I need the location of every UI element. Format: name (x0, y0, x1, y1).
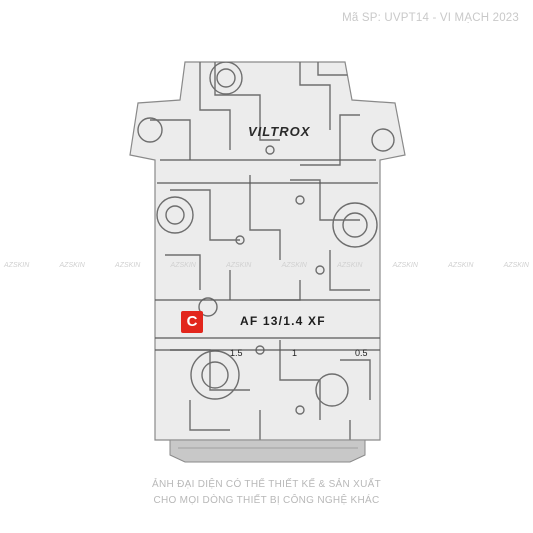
svg-text:0.5: 0.5 (355, 348, 368, 358)
watermark: AZSKIN (226, 262, 252, 269)
lens-label: AF 13/1.4 XF (240, 314, 326, 328)
watermark: AZSKIN (337, 262, 363, 269)
badge-letter: C (186, 313, 198, 330)
focus-scale: 1.5 1 0.5 (230, 348, 368, 358)
svg-text:1: 1 (292, 348, 297, 358)
watermark: AZSKIN (4, 262, 30, 269)
watermark: AZSKIN (448, 262, 474, 269)
lens-body (129, 61, 406, 441)
lens-rings (155, 159, 380, 351)
caption-line-2: CHO MỌI DÒNG THIẾT BỊ CÔNG NGHỆ KHÁC (153, 495, 380, 506)
watermark-strip: AZSKIN AZSKIN AZSKIN AZSKIN AZSKIN AZSKI… (0, 262, 533, 274)
watermark: AZSKIN (59, 262, 85, 269)
caption-line-1: ẢNH ĐẠI DIỆN CÓ THỂ THIẾT KẾ & SẢN XUẤT (152, 479, 381, 490)
watermark: AZSKIN (503, 262, 529, 269)
watermark: AZSKIN (392, 262, 418, 269)
brand-logo: VILTROX (248, 124, 311, 139)
svg-text:1.5: 1.5 (230, 348, 243, 358)
lens-mount (169, 439, 366, 463)
watermark: AZSKIN (170, 262, 196, 269)
product-code: Mã SP: UVPT14 - VI MẠCH 2023 (342, 12, 519, 24)
watermark: AZSKIN (115, 262, 141, 269)
watermark: AZSKIN (281, 262, 307, 269)
badge-c (181, 311, 203, 333)
